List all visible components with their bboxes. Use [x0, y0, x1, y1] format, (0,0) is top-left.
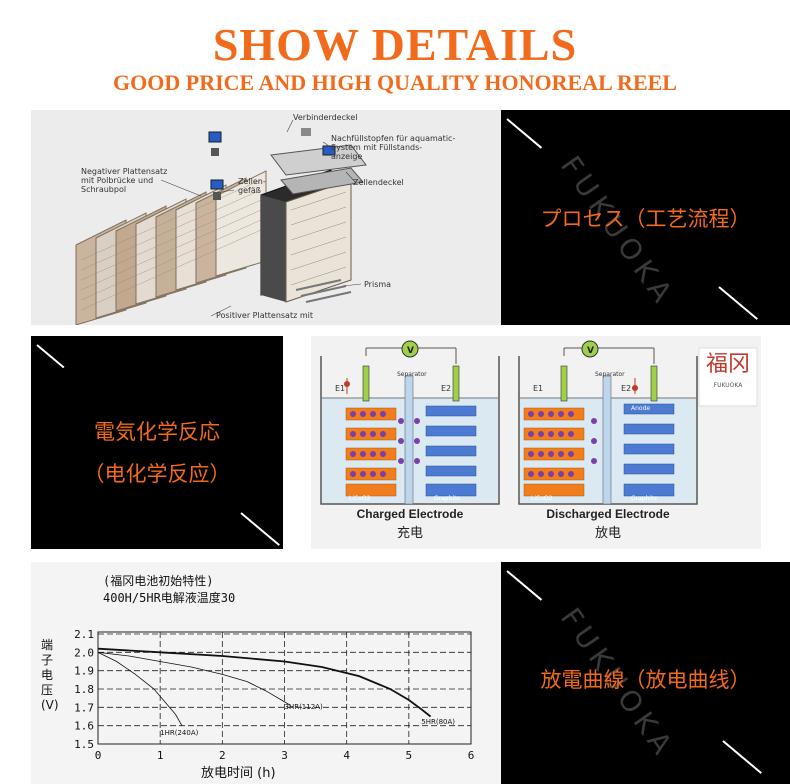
battery-exploded-illustration — [75, 119, 367, 325]
series-label: 1HR(240A) — [160, 729, 198, 737]
label-zellendeckel: Zellendeckel — [353, 178, 404, 187]
label-nachfull-3: anzeige — [331, 152, 363, 161]
chart-title-line2: 400H/5HR电解液温度30 — [103, 591, 236, 605]
y-tick-label: 1.5 — [74, 738, 94, 751]
left-e1-label: E1 — [335, 384, 346, 393]
right-e1-label: E1 — [533, 384, 544, 393]
left-separator-label: Separator — [397, 371, 427, 378]
decorative-slash — [506, 570, 543, 601]
page-title: SHOW DETAILS — [212, 19, 578, 70]
label-verbinderdeckel: Verbinderdeckel — [293, 113, 358, 122]
label-zellen-1: Zellen- — [238, 177, 266, 186]
chart-title-line1: (福冈电池初始特性) — [103, 574, 214, 588]
right-anode-top-label: Anode — [631, 405, 651, 412]
label-nachfull-2: System mit Füllstands- — [331, 143, 423, 152]
y-tick-label: 1.8 — [74, 683, 94, 696]
right-e2-label: E2 — [621, 384, 632, 393]
discharged-electrode-cn: 放电 — [594, 526, 621, 541]
series-label: 5HR(80A) — [421, 718, 455, 726]
series-label: 3HR(112A) — [285, 703, 323, 711]
y-tick-label: 2.0 — [74, 646, 94, 659]
x-tick-label: 3 — [281, 749, 288, 762]
label-positiver: Positiver Plattensatz mit — [216, 311, 313, 320]
y-tick-label: 1.9 — [74, 665, 94, 678]
left-anode-label: Graphite — [434, 495, 461, 502]
series-line — [97, 651, 183, 726]
left-cathode-label: LiCoO2 — [349, 495, 371, 502]
right-separator-label: Separator — [595, 371, 625, 378]
label-prisma: Prisma — [364, 280, 392, 289]
electrochem-illustration: V — [320, 340, 758, 505]
chart-x-axis-label: 放电时间 (h) — [201, 766, 276, 781]
discharge-chart-panel: (福冈电池初始特性) 400H/5HR电解液温度30 端子电压 (V) 放电时间… — [31, 562, 501, 784]
svg-text:V: V — [587, 346, 594, 356]
x-tick-label: 4 — [343, 749, 350, 762]
x-tick-label: 6 — [468, 749, 475, 762]
reaction-caption-cn: （电化学反应） — [83, 462, 231, 486]
chart-y-axis-label: 端子电压 (V) — [41, 638, 59, 712]
battery-exploded-diagram: Verbinderdeckel Nachfüllstopfen für aqua… — [31, 110, 501, 325]
charged-electrode-cn: 充电 — [396, 526, 423, 541]
x-tick-label: 0 — [95, 749, 102, 762]
discharge-caption: 放電曲線（放电曲线） — [540, 668, 751, 692]
x-tick-label: 1 — [157, 749, 164, 762]
svg-text:V: V — [407, 346, 414, 356]
x-tick-label: 5 — [406, 749, 413, 762]
decorative-slash — [718, 286, 758, 320]
discharge-curve-chart: 2.1 2.0 1.9 1.8 1.7 1.6 1.50 1 2 3 4 5 6 1HR(240A) 3HR… — [74, 628, 475, 762]
label-zellen-2: gefäß — [238, 186, 261, 195]
process-caption: プロセス（工艺流程） — [540, 207, 751, 231]
label-negativer-1: Negativer Plattensatz — [81, 167, 168, 176]
fukuoka-logo-caption: FUKUOKA — [713, 382, 743, 389]
x-tick-label: 2 — [219, 749, 226, 762]
reaction-caption-jp: 電気化学反応 — [94, 420, 220, 444]
right-cathode-label: LiCoO2 — [531, 495, 553, 502]
decorative-slash — [506, 118, 543, 149]
left-e2-label: E2 — [441, 384, 452, 393]
process-caption-panel: FUKUOKA プロセス（工艺流程） — [501, 110, 790, 325]
series-line — [97, 651, 291, 706]
label-negativer-3: Schraubpol — [81, 185, 127, 194]
charged-electrode-title: Charged Electrode — [356, 507, 464, 521]
y-tick-label: 1.6 — [74, 720, 94, 733]
label-negativer-2: mit Polbrücke und — [81, 176, 154, 185]
series-line — [97, 647, 432, 718]
y-tick-label: 1.7 — [74, 701, 94, 714]
label-nachfull-1: Nachfüllstopfen für aquamatic- — [331, 134, 456, 143]
decorative-slash — [722, 740, 762, 774]
electrochem-diagram: V — [311, 336, 761, 549]
decorative-slash — [240, 512, 280, 546]
page-subtitle: GOOD PRICE AND HIGH QUALITY HONOREAL REE… — [113, 70, 677, 95]
y-tick-label: 2.1 — [74, 628, 94, 641]
fukuoka-logo: 福冈 — [705, 352, 750, 377]
reaction-caption-panel: 電気化学反応 （电化学反应） — [31, 336, 283, 549]
discharged-electrode-title: Discharged Electrode — [546, 507, 670, 521]
decorative-slash — [36, 344, 65, 369]
discharge-caption-panel: FUKUOKA 放電曲線（放电曲线） — [501, 562, 790, 784]
right-anode-label: Graphite — [631, 495, 658, 502]
